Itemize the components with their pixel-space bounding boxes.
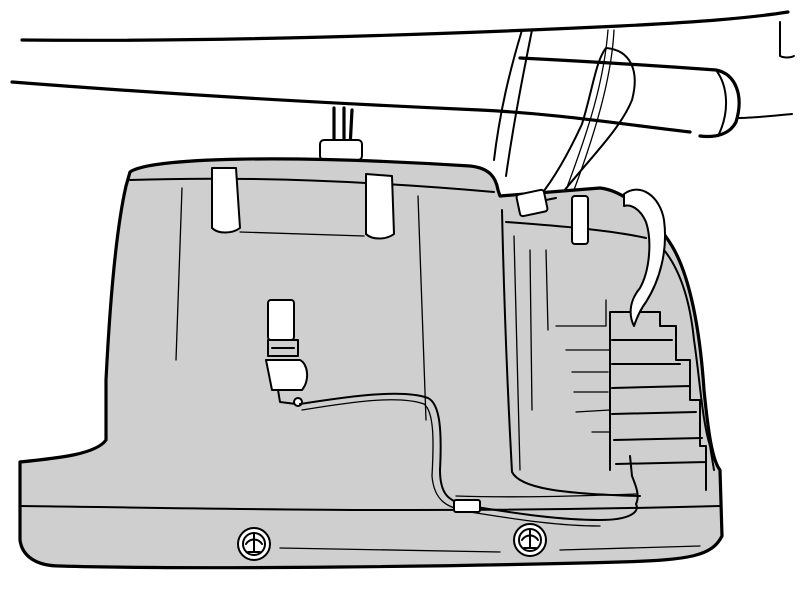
mounting-screw-right: [513, 523, 547, 557]
panel-line-3: [239, 231, 365, 237]
upper-frame-rail: [20, 10, 790, 42]
housing-top-ledge: [129, 177, 495, 193]
harness-grommet: [319, 139, 363, 161]
tube-mount-flange: [737, 113, 793, 119]
panel-line-1: [175, 187, 183, 361]
plug-connector-socket: [265, 359, 308, 391]
mounting-screw-left: [237, 527, 271, 561]
compartment-inner-edge: [513, 235, 521, 471]
compartment-connectors: [515, 188, 667, 327]
clip-pin: [545, 197, 557, 201]
wire-strap-left: [493, 29, 533, 177]
mounting-tab-left: [211, 167, 241, 234]
bracket-edge: [779, 21, 795, 59]
plug-connector-body: [267, 299, 295, 341]
compartment-right-edge: [663, 249, 715, 471]
wire-strand: [565, 29, 615, 191]
mounting-tab-right: [365, 173, 395, 240]
compartment-post: [571, 195, 589, 245]
plug-connector-assembly: [265, 299, 639, 527]
rib-5: [575, 409, 611, 413]
inline-wire-connector: [453, 499, 481, 513]
mounting-tabs: [211, 167, 395, 240]
mounting-screws: [237, 523, 547, 561]
plug-tail: [277, 389, 297, 405]
white-strap: [623, 188, 667, 327]
vent-slot-1: [529, 249, 533, 411]
routed-wire-inner: [301, 399, 601, 527]
compartment-wall: [501, 209, 641, 497]
seat-frame-rails: [10, 10, 795, 139]
wire-strap-right: [539, 47, 636, 197]
vent-slot-2: [545, 249, 549, 331]
lower-frame-rail: [10, 80, 692, 134]
housing-panel-lines: [175, 187, 427, 421]
plug-connector-latch: [267, 339, 299, 357]
fin-block: [609, 311, 707, 491]
cross-tube-end-cap: [715, 69, 728, 137]
housing-bottom-edge: [19, 505, 721, 512]
panel-line-2: [417, 195, 427, 421]
clip-connector: [515, 188, 549, 218]
housing-seam: [279, 545, 701, 553]
rib-1: [555, 299, 607, 327]
compartment-bottom-wire: [455, 493, 637, 498]
